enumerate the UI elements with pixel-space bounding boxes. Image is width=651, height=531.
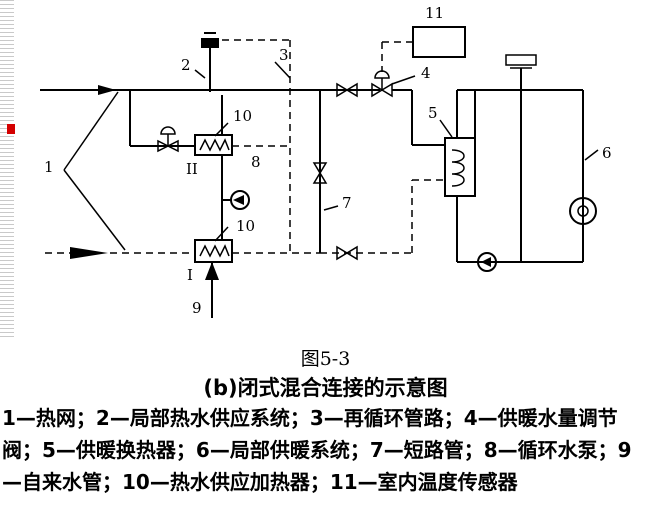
recirculation-pipe [222, 39, 291, 253]
label-8: 8 [251, 153, 261, 171]
slide-marker [7, 124, 15, 134]
label-7: 7 [342, 194, 352, 212]
label-roman-i: I [187, 266, 193, 284]
figure-legend: 1—热网；2—局部热水供应系统；3—再循环管路；4—供暖水量调节阀；5—供暖换热… [2, 406, 632, 494]
heat-exchanger-5 [444, 137, 476, 197]
label-6: 6 [602, 144, 612, 162]
label-roman-ii: II [186, 160, 198, 178]
bypass-pipe [312, 90, 328, 253]
label-4: 4 [421, 64, 431, 82]
heater-ii-branch [129, 90, 195, 153]
label-5: 5 [428, 104, 438, 122]
supply-valve [336, 82, 358, 98]
label-11: 11 [425, 4, 444, 22]
hot-water-supply [201, 32, 219, 92]
figure-subtitle: (b)闭式混合连接的示意图 [203, 376, 448, 400]
heater-ii [194, 134, 233, 156]
return-main-pipe [45, 179, 445, 259]
label-2: 2 [181, 56, 191, 74]
cold-water-inlet [205, 262, 219, 318]
label-9: 9 [192, 299, 202, 317]
system-schematic: 1 2 3 4 5 6 7 8 9 10 10 11 I II [40, 4, 612, 318]
heater-i [194, 239, 233, 263]
supply-main-pipe [40, 85, 445, 146]
label-10-bottom: 10 [236, 217, 255, 235]
leader-lines [194, 61, 599, 242]
label-3: 3 [279, 46, 289, 64]
figure-number: 图5-3 [300, 348, 351, 370]
room-sensor-11 [381, 26, 466, 72]
return-valve [336, 245, 358, 261]
local-heating-system [456, 54, 597, 272]
label-1-leaders [63, 91, 126, 251]
regulating-valve-4 [371, 70, 393, 98]
slide-edge-strip [0, 0, 14, 340]
label-1: 1 [44, 158, 54, 176]
label-10-top: 10 [233, 107, 252, 125]
